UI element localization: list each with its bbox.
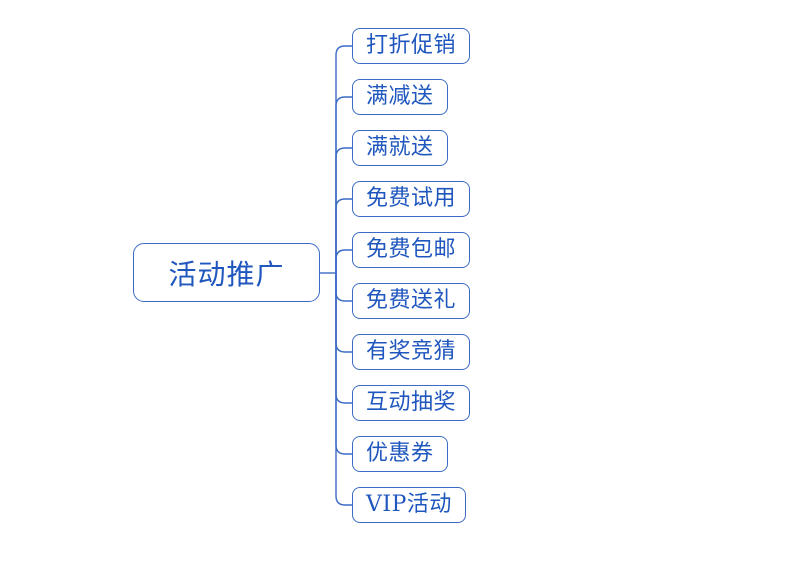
- child-node[interactable]: 免费包邮: [352, 232, 471, 268]
- child-node[interactable]: 免费试用: [352, 181, 471, 217]
- child-node[interactable]: 免费送礼: [352, 283, 471, 319]
- child-node[interactable]: 打折促销: [352, 28, 471, 64]
- child-node[interactable]: VIP活动: [352, 487, 466, 523]
- child-node[interactable]: 满就送: [352, 130, 448, 166]
- child-node[interactable]: 有奖竞猜: [352, 334, 471, 370]
- child-node[interactable]: 满减送: [352, 79, 448, 115]
- root-node[interactable]: 活动推广: [133, 243, 320, 302]
- child-node[interactable]: 互动抽奖: [352, 385, 471, 421]
- child-node[interactable]: 优惠券: [352, 436, 448, 472]
